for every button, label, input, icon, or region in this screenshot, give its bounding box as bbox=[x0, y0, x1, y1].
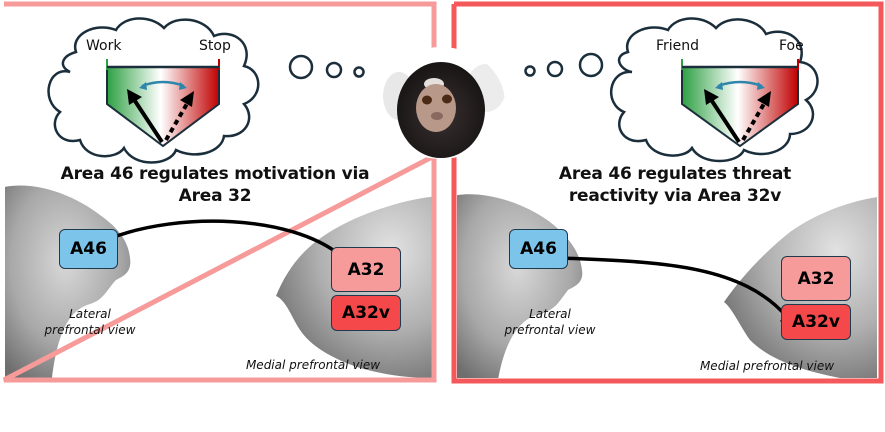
lateral-line2: prefrontal view bbox=[504, 323, 596, 337]
left-region-a32v: A32v bbox=[331, 295, 401, 331]
left-medial-view-label: Medial prefrontal view bbox=[245, 358, 381, 372]
right-lateral-view-label: Lateral prefrontal view bbox=[490, 306, 610, 338]
lateral-line1: Lateral bbox=[529, 307, 571, 321]
right-panel-border bbox=[451, 1, 884, 384]
right-region-a46: A46 bbox=[509, 229, 568, 269]
left-region-a46: A46 bbox=[59, 229, 118, 269]
left-panel-title: Area 46 regulates motivation via Area 32 bbox=[30, 163, 400, 207]
dial-label-work: Work bbox=[86, 38, 122, 54]
right-panel-title: Area 46 regulates threat reactivity via … bbox=[505, 163, 845, 207]
left-title-line2: Area 32 bbox=[178, 186, 252, 206]
right-lateral-brain bbox=[457, 194, 583, 378]
dashed-arrow-icon bbox=[741, 100, 767, 142]
dial-label-friend: Friend bbox=[656, 38, 700, 54]
left-panel-border bbox=[2, 1, 437, 383]
lateral-line1: Lateral bbox=[69, 307, 111, 321]
right-title-line1: Area 46 regulates threat bbox=[558, 164, 792, 184]
dial-label-foe: Foe bbox=[779, 38, 804, 54]
right-region-a32v: A32v bbox=[781, 304, 851, 340]
left-lateral-view-label: Lateral prefrontal view bbox=[30, 306, 150, 338]
solid-arrow-icon bbox=[708, 96, 741, 144]
solid-arrow-icon bbox=[131, 96, 164, 144]
dial-label-stop: Stop bbox=[199, 38, 231, 54]
right-region-a32: A32 bbox=[781, 256, 851, 301]
left-title-line1: Area 46 regulates motivation via bbox=[60, 164, 370, 184]
marmoset-portrait bbox=[377, 47, 505, 159]
right-title-line2: reactivity via Area 32v bbox=[568, 186, 782, 206]
right-medial-view-label: Medial prefrontal view bbox=[699, 359, 835, 373]
left-region-a32: A32 bbox=[331, 247, 401, 292]
left-thought-cloud bbox=[47, 17, 365, 164]
lateral-line2: prefrontal view bbox=[44, 323, 136, 337]
right-thought-cloud bbox=[524, 17, 819, 163]
dashed-arrow-icon bbox=[164, 100, 190, 142]
